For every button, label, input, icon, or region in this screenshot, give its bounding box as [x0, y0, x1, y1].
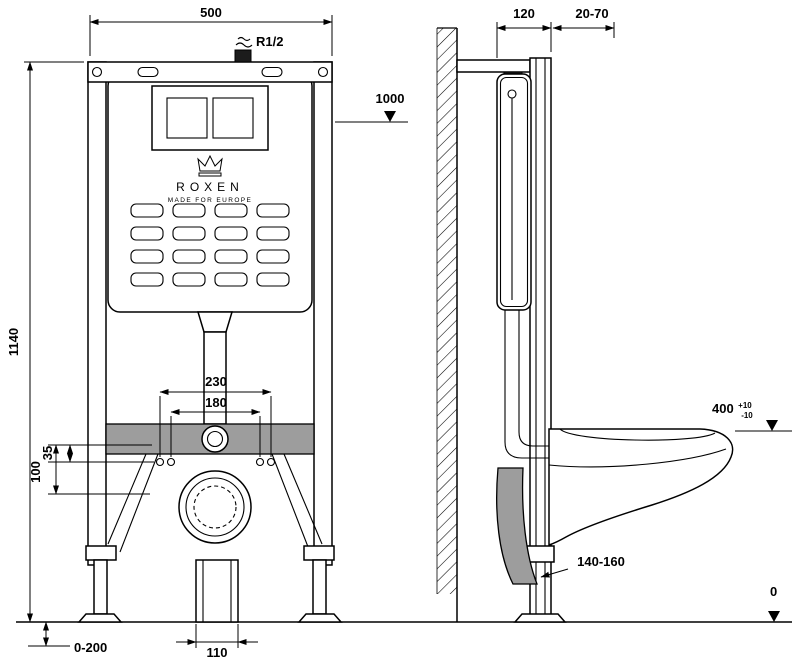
- flush-button-small: [212, 97, 254, 139]
- fixing-holes: [155, 457, 276, 467]
- waste-bend-pipe: [496, 467, 538, 585]
- outlet-connector: [201, 425, 229, 453]
- dim-outlet-width: 110: [176, 624, 258, 660]
- top-bar-slot: [137, 66, 159, 78]
- drain-opening: [178, 470, 252, 544]
- cistern-side: [496, 73, 532, 311]
- floor-level-label: 0: [770, 584, 777, 599]
- dim-frame-depth: 120: [496, 6, 552, 58]
- svg-text:400 +10 -10: 400 +10 -10: [712, 395, 756, 420]
- dim-depth-label: 120: [513, 6, 535, 21]
- flush-button-large: [166, 97, 208, 139]
- flush-pipe-front: [196, 311, 234, 425]
- brand-tagline: MADE FOR EUROPE: [168, 197, 253, 204]
- frame-rail-right: [313, 61, 333, 566]
- dim-frame-height: 1140: [6, 61, 84, 623]
- adjustable-feet: [77, 545, 343, 623]
- level-1000-marker: 1000: [335, 91, 408, 123]
- dim-bowl-height-minus: -10: [741, 411, 753, 420]
- dim-height-label: 1140: [6, 328, 21, 356]
- diagonal-braces: [107, 453, 323, 553]
- crown-icon: [197, 154, 223, 177]
- drain-outlet-duct: [195, 559, 239, 623]
- dim-span-inner-label: 180: [205, 395, 227, 410]
- frame-rail-left: [87, 61, 107, 566]
- dim-fixing-span-outer: 230: [159, 374, 272, 457]
- inlet-thread-label: R1/2: [256, 34, 283, 49]
- dim-outlet-height-label: 140-160: [577, 554, 625, 569]
- front-view: ROXEN MADE FOR EUROPE: [6, 5, 792, 660]
- cistern-pad-grid: [130, 203, 290, 287]
- brand-logo: ROXEN MADE FOR EUROPE: [168, 154, 253, 204]
- dim-frame-width: 500: [89, 5, 333, 56]
- frame-rail-side: [513, 57, 567, 623]
- frame-top-bar: [87, 61, 333, 83]
- dim-outlet-width-label: 110: [207, 645, 228, 660]
- dim-width-label: 500: [200, 5, 222, 20]
- level-triangle-icon: [766, 420, 778, 431]
- top-bar-slot: [261, 66, 283, 78]
- dim-wall-clearance-label: 20-70: [575, 6, 608, 21]
- wall-section: [436, 27, 458, 622]
- dim-bowl-height-label: 400: [712, 401, 734, 416]
- dim-offset-100-label: 100: [28, 461, 43, 483]
- dim-outlet-height: 140-160: [540, 554, 625, 578]
- dim-span-outer-label: 230: [205, 374, 227, 389]
- flush-plate-recess: [151, 85, 269, 151]
- dim-foot-range: 0-200: [28, 621, 107, 655]
- dim-foot-range-label: 0-200: [74, 640, 107, 655]
- level-triangle-icon: [384, 111, 396, 122]
- dim-bowl-height-plus: +10: [738, 401, 752, 410]
- wall-bracket: [456, 59, 531, 73]
- dim-wall-clearance: 20-70: [552, 6, 615, 38]
- side-view: 120 20-70 400 +10 -10 140-160 0: [436, 6, 792, 623]
- dim-offset-35-label: 35: [40, 446, 55, 460]
- toilet-bowl: [548, 428, 734, 547]
- screw-icon: [317, 66, 329, 78]
- dim-bowl-height: 400 +10 -10: [712, 395, 792, 432]
- install-level-label: 1000: [376, 91, 405, 106]
- outlet-connector-inner: [206, 430, 224, 448]
- dim-offsets-left: 35 100: [28, 444, 154, 495]
- brand-name: ROXEN: [176, 180, 244, 194]
- level-triangle-icon: [768, 611, 780, 622]
- screw-icon: [91, 66, 103, 78]
- floor-level-marker: 0: [768, 584, 780, 622]
- dim-fixing-span-inner: 180: [170, 395, 261, 457]
- water-inlet-fitting: [234, 36, 253, 63]
